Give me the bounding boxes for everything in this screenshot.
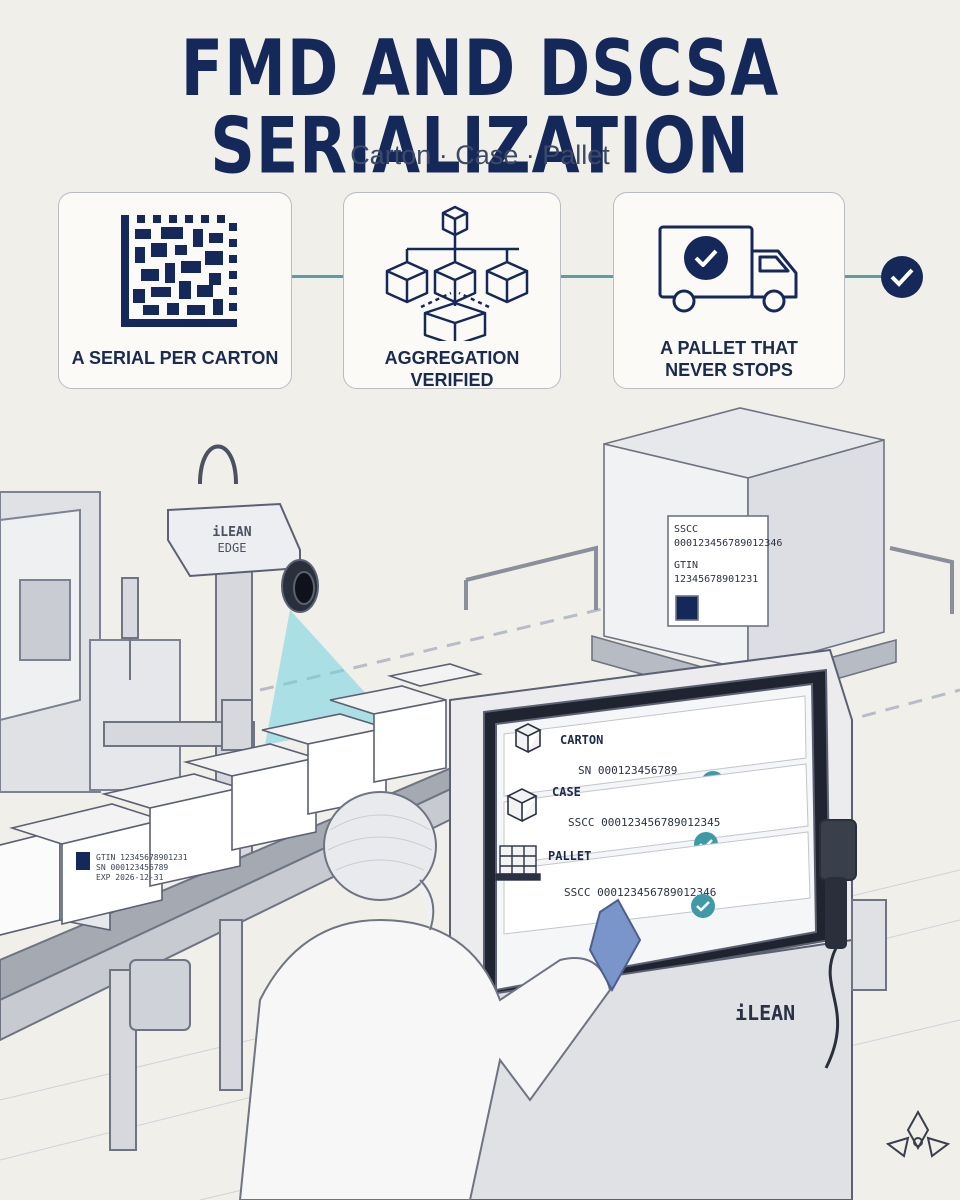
brand-logo-icon xyxy=(885,1109,951,1158)
delivery-truck-icon xyxy=(658,225,798,313)
carton-label: GTIN 12345678901231 SN 000123456789 EXP … xyxy=(76,852,188,882)
svg-text:SSCC 000123456789012345: SSCC 000123456789012345 xyxy=(568,816,720,829)
packaging-machine xyxy=(0,491,181,793)
terminal-row-pallet: PALLET SSCC 000123456789012346 xyxy=(495,831,811,935)
step-connector xyxy=(292,275,343,278)
svg-text:GTIN 12345678901231: GTIN 12345678901231 xyxy=(96,853,188,862)
step-connector xyxy=(561,275,613,278)
svg-text:SSCC 000123456789012346: SSCC 000123456789012346 xyxy=(564,886,716,899)
step-connector xyxy=(845,275,881,278)
camera-brand-line2: EDGE xyxy=(218,541,247,555)
stack-light xyxy=(121,577,139,680)
step-label: AGGREGATION VERIFIED xyxy=(384,348,520,390)
safety-railing xyxy=(464,545,954,614)
pallet-label: SSCC 000123456789012346 GTIN 12345678901… xyxy=(674,524,782,585)
carton xyxy=(9,803,165,926)
page-subtitle: Carton · Case · Pallet xyxy=(350,140,610,170)
production-line-scene: iLEAN EDGE GTIN 12345678901231 SN 000123… xyxy=(0,407,960,1200)
step-card-serial-per-carton: A SERIAL PER CARTON xyxy=(58,192,292,389)
svg-text:12345678901231: 12345678901231 xyxy=(674,574,758,585)
svg-text:SN 000123456789: SN 000123456789 xyxy=(96,863,168,872)
carton xyxy=(182,743,320,851)
svg-text:000123456789012346: 000123456789012346 xyxy=(674,538,782,549)
pallet-stack xyxy=(591,407,897,705)
check-icon xyxy=(691,894,715,918)
terminal-brand: iLEAN xyxy=(735,1001,795,1025)
svg-text:CARTON: CARTON xyxy=(560,733,603,747)
svg-text:CASE: CASE xyxy=(552,785,581,799)
step-card-aggregation-verified: AGGREGATION VERIFIED xyxy=(343,192,561,390)
svg-text:SSCC: SSCC xyxy=(674,524,698,535)
svg-text:GTIN: GTIN xyxy=(674,560,698,571)
carton xyxy=(100,773,244,887)
terminal-row-case: CASE SSCC 000123456789012345 xyxy=(503,763,809,865)
carton xyxy=(386,663,484,687)
vision-camera xyxy=(167,502,319,613)
step-label: A SERIAL PER CARTON xyxy=(71,348,279,368)
handheld-scanner xyxy=(819,819,887,1069)
svg-text:SN 000123456789: SN 000123456789 xyxy=(578,764,677,777)
carton-row xyxy=(0,663,484,936)
camera-brand-line1: iLEAN xyxy=(212,525,251,540)
svg-text:EXP 2026-12-31: EXP 2026-12-31 xyxy=(96,873,164,882)
step-card-pallet-never-stops: A PALLET THAT NEVER STOPS xyxy=(613,192,845,389)
carton xyxy=(329,685,447,783)
page-title: FMD AND DSCSA SERIALIZATION xyxy=(180,22,780,192)
step-label-line1: A PALLET THAT xyxy=(660,338,798,358)
final-check-icon xyxy=(881,256,923,298)
datamatrix-icon xyxy=(121,215,237,327)
step-label-line2: NEVER STOPS xyxy=(665,360,793,380)
svg-text:PALLET: PALLET xyxy=(548,849,591,863)
aggregation-tree-icon xyxy=(385,205,529,341)
scan-beam xyxy=(265,610,390,745)
operator-figure xyxy=(238,791,642,1200)
